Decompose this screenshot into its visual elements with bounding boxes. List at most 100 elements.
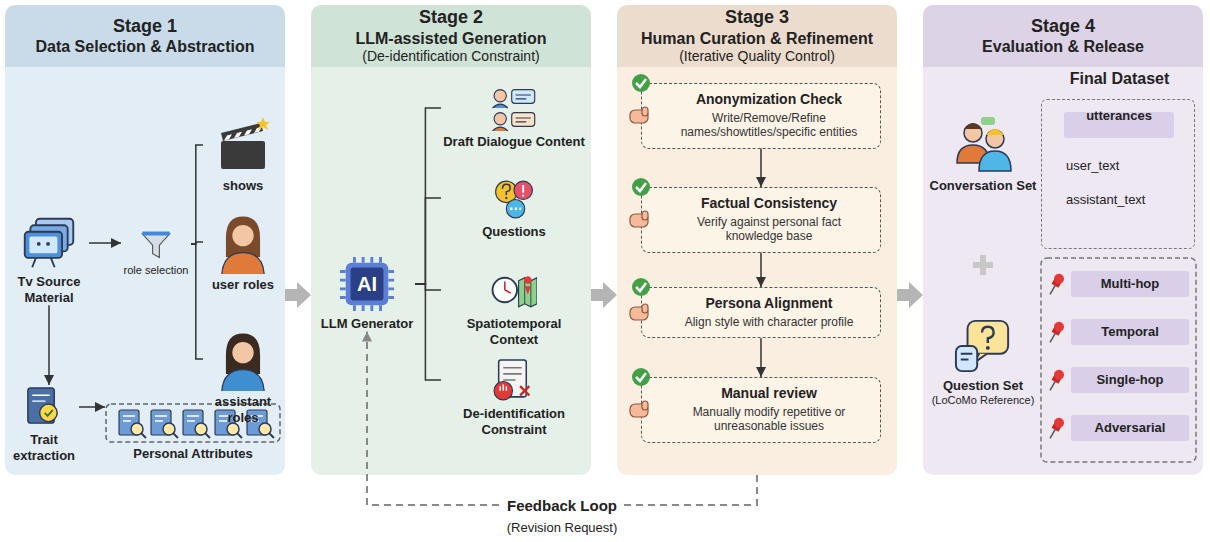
check-icon — [631, 277, 651, 297]
icon-node: user roles — [203, 210, 283, 293]
node-title: AI — [357, 272, 377, 296]
people-icon — [953, 115, 1013, 175]
clockmap-icon — [491, 267, 537, 313]
check-icon — [631, 367, 651, 387]
node-title: shows — [223, 178, 263, 194]
question-group-box — [1041, 258, 1196, 462]
stage-panel: Anonymization CheckWrite/Remove/Refine n… — [617, 5, 897, 475]
connector — [415, 284, 441, 290]
connector — [760, 253, 762, 287]
node-text: Verify against personal fact knowledge b… — [670, 215, 868, 244]
plus-sign — [980, 255, 986, 275]
node-text: (LoCoMo Reference) — [932, 394, 1035, 407]
pushpin-icon — [1046, 320, 1066, 345]
node-title: Manual review — [670, 385, 868, 402]
connector — [760, 338, 762, 377]
woman1-icon — [211, 210, 275, 274]
node-title: Trait extraction — [9, 432, 79, 463]
node-title: Persona Alignment — [670, 295, 868, 312]
stage-header: Stage 4Evaluation & Release — [923, 5, 1203, 67]
stage-arrow — [285, 282, 311, 308]
connector — [415, 198, 441, 284]
field-box: utterances user_text assistant_text — [1041, 99, 1195, 249]
node-title: Tv Source Material — [9, 274, 89, 305]
stage-header: Stage 3Human Curation & Refinement(Itera… — [617, 5, 897, 67]
icon-node: Questions — [441, 175, 587, 240]
node-title: role selection — [124, 264, 189, 277]
pushpin-icon — [1046, 272, 1066, 297]
check-box: Anonymization CheckWrite/Remove/Refine n… — [641, 83, 881, 149]
clapper-icon — [213, 115, 273, 175]
stage-arrow — [591, 282, 617, 308]
qbubble-icon — [954, 317, 1012, 375]
icon-node: AILLM Generator — [319, 255, 415, 332]
thumb-icon — [628, 210, 650, 230]
node-text: (De-identification Constraint) — [362, 48, 539, 65]
tv-icon — [21, 215, 77, 271]
stage-panel: Tv Source Material role selection shows use… — [5, 5, 285, 475]
node-title: Stage 2 — [419, 7, 483, 29]
connector — [415, 284, 441, 380]
node-text: Manually modify repetitive or unreasonab… — [670, 405, 868, 434]
node-title: Temporal — [1101, 324, 1159, 340]
node-title: Conversation Set — [930, 178, 1037, 194]
node-title: Single-hop — [1096, 372, 1163, 388]
node-title: Stage 4 — [1031, 16, 1095, 38]
check-box: Persona AlignmentAlign style with charac… — [641, 287, 881, 338]
icon-node: Trait extraction — [9, 385, 79, 463]
connector — [191, 244, 203, 359]
deid-icon — [491, 357, 537, 403]
icon-node: assistant roles — [203, 327, 283, 425]
node-text: assistant_text — [1066, 192, 1184, 208]
node-title: Question Set — [943, 378, 1023, 394]
stage-header: Stage 2LLM-assisted Generation(De-identi… — [311, 5, 591, 67]
connector — [415, 108, 441, 284]
section-label: Final Dataset — [1043, 70, 1196, 88]
icon-node: Spatiotemporal Context — [441, 267, 587, 347]
note-label: (Revision Request) — [482, 520, 642, 535]
plus-sign — [973, 262, 993, 268]
icon-node: Question Set(LoCoMo Reference) — [927, 317, 1039, 407]
node-title: user_text — [1066, 158, 1184, 174]
node-title: Spatiotemporal Context — [441, 316, 587, 347]
node-text: Human Curation & Refinement — [641, 29, 873, 48]
node-text: (Iterative Quality Control) — [679, 48, 835, 65]
node-title: Adversarial — [1095, 420, 1166, 436]
thumb-icon — [628, 106, 650, 126]
category-tag: Single-hop — [1071, 367, 1189, 393]
connector — [48, 305, 50, 385]
feedback-loop — [367, 332, 757, 505]
icon-node: Conversation Set — [927, 115, 1039, 194]
check-icon — [631, 177, 651, 197]
thumb-icon — [628, 400, 650, 420]
stage-arrow — [897, 282, 923, 308]
node-title: Multi-hop — [1101, 276, 1159, 292]
quest-icon — [491, 175, 537, 221]
node-title: utterances — [1086, 108, 1152, 124]
stage-panel: AILLM Generator Draft Dialogue ContentQue… — [311, 5, 591, 475]
node-title: Personal Attributes — [133, 446, 252, 462]
connector — [79, 406, 105, 408]
node-title: user roles — [212, 277, 274, 293]
node-title: De-identification Constraint — [441, 406, 587, 437]
node-title: assistant roles — [203, 394, 283, 425]
check-box: Factual ConsistencyVerify against person… — [641, 187, 881, 253]
node-title: Stage 3 — [725, 7, 789, 29]
thumb-icon — [628, 303, 650, 323]
connector — [89, 242, 121, 244]
node-text: LLM-assisted Generation — [355, 29, 546, 48]
pushpin-icon — [1046, 368, 1066, 393]
category-tag: utterances — [1064, 112, 1174, 138]
node-title: Factual Consistency — [670, 195, 868, 212]
bulbdoc-icon — [22, 385, 66, 429]
pushpin-icon — [1046, 416, 1066, 441]
woman2-icon — [211, 327, 275, 391]
icon-node: shows — [203, 115, 283, 194]
chat-icon — [491, 85, 537, 131]
icon-node: Draft Dialogue Content — [441, 85, 587, 150]
node-text: Align style with character profile — [670, 315, 868, 329]
stage-header: Stage 1Data Selection & Abstraction — [5, 5, 285, 67]
icon-node: Tv Source Material — [9, 215, 89, 305]
connector — [760, 149, 762, 187]
funnel-icon — [139, 227, 173, 261]
